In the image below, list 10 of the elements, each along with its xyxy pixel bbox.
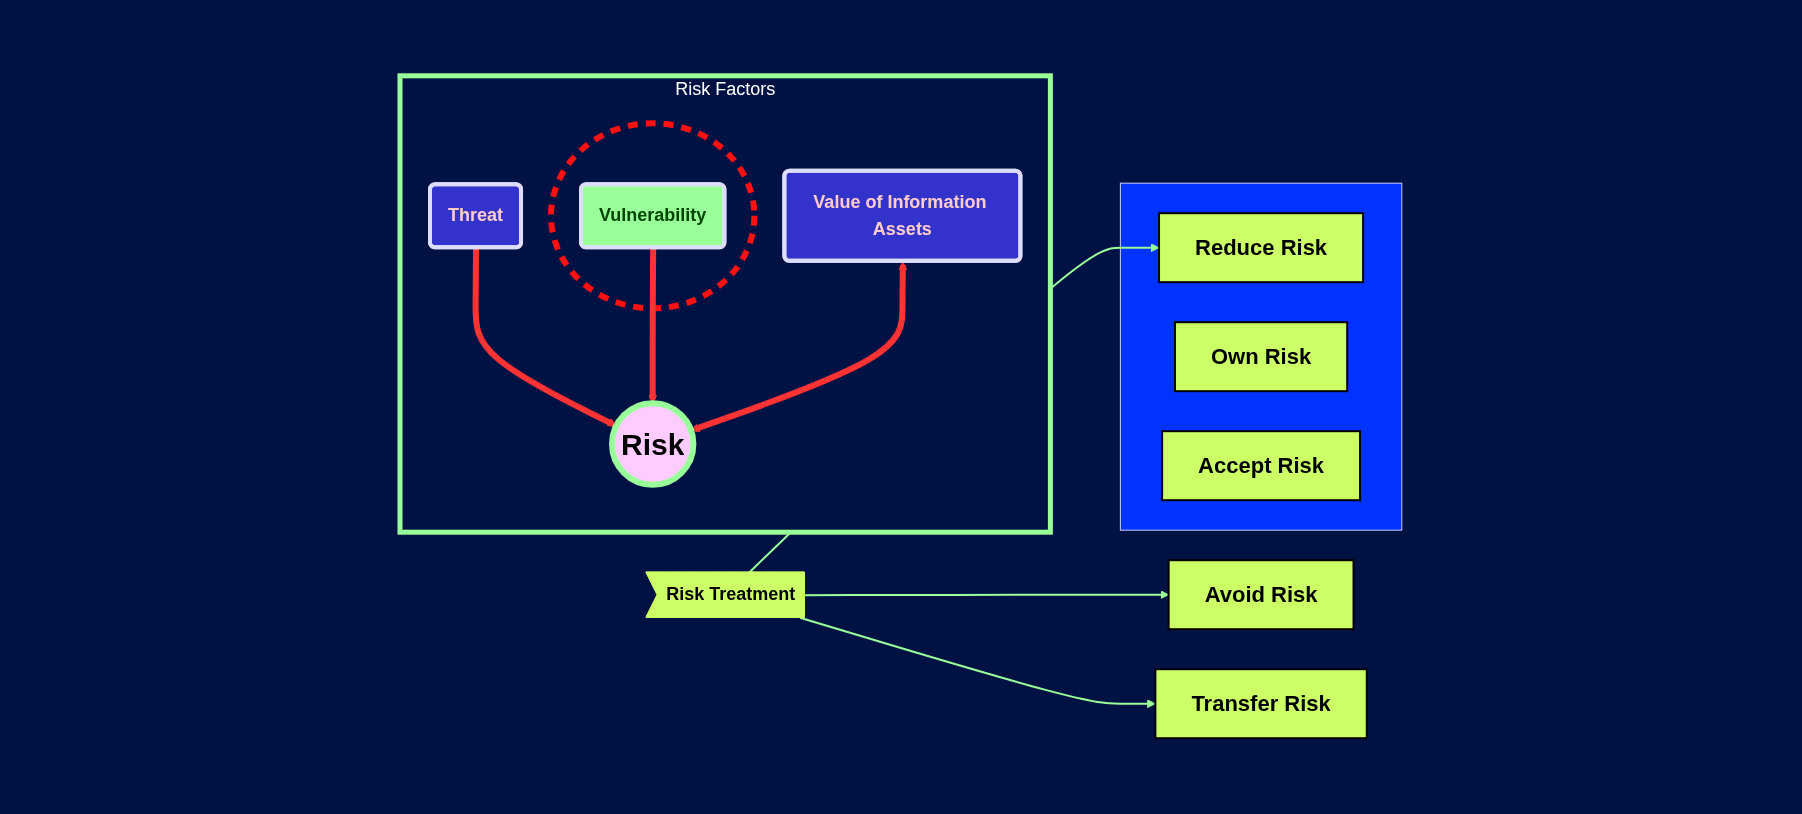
node-circle: Risk [609, 400, 697, 488]
cluster [548, 120, 758, 312]
node-box: Own Risk [1174, 321, 1349, 393]
arrow [472, 247, 617, 427]
node-box: Avoid Risk [1167, 559, 1355, 631]
arrow [799, 616, 1156, 709]
node-box: Accept Risk [1161, 430, 1362, 502]
cluster [1120, 182, 1403, 531]
node-box: Reduce Risk [1158, 212, 1365, 284]
node-box: Transfer Risk [1154, 668, 1368, 740]
